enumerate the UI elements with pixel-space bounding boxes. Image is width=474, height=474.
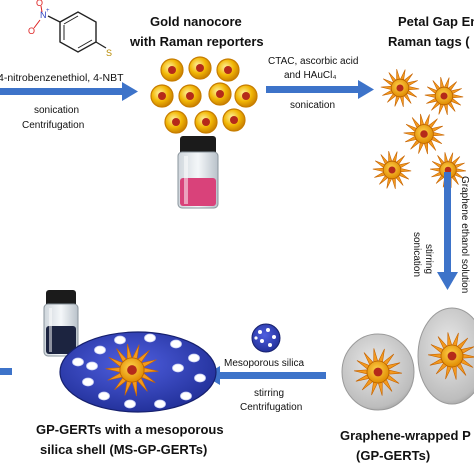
arrow-step3: [437, 172, 458, 290]
step1-condition-sonication: sonication: [34, 105, 79, 116]
silica-pore: [172, 363, 184, 373]
sulfur-label: S: [106, 48, 112, 58]
petal-title-line2: Raman tags (: [388, 34, 470, 49]
silica-pore: [154, 399, 166, 409]
step4-condition-centrifugation: Centrifugation: [240, 402, 302, 413]
silica-pore: [144, 333, 156, 343]
gold-nanocores: [150, 56, 258, 134]
petal-gert: [424, 77, 464, 115]
gold-nanocore: [188, 56, 212, 80]
silica-pore: [170, 339, 182, 349]
step2-condition-sonication: sonication: [290, 100, 335, 111]
gold-nanocore: [234, 84, 258, 108]
silica-pore: [86, 361, 98, 371]
oxygen-label-top: O: [36, 0, 43, 8]
silica-pore: [82, 377, 94, 387]
petal-gert: [105, 343, 159, 397]
gold-nanocore: [208, 82, 232, 106]
step3-condition-sonication: sonication: [411, 232, 422, 277]
nitrogen-label: N: [40, 10, 47, 20]
graphene-title-line2: (GP-GERTs): [356, 448, 430, 463]
final-title-line2: silica shell (MS-GP-GERTs): [40, 442, 207, 457]
oxygen-label-bottom: O: [28, 26, 35, 36]
petal-title-line1: Petal Gap En: [398, 14, 474, 29]
silica-pore: [180, 391, 192, 401]
petal-gert: [427, 332, 474, 380]
step3-condition-graphene: Graphene ethanol solution: [459, 176, 470, 293]
gold-nanocore: [164, 110, 188, 134]
gold-title-line1: Gold nanocore: [150, 14, 242, 29]
gold-nanocore: [216, 58, 240, 82]
step4-condition-silica: Mesoporous silica: [224, 358, 304, 369]
step1-condition-centrifugation: Centrifugation: [22, 120, 84, 131]
silica-pores: [72, 333, 206, 409]
wrapped-petal-tags: [353, 332, 474, 396]
silica-pore: [114, 335, 126, 345]
nbt-structure: N + O O S: [28, 0, 112, 58]
gold-nanocore: [194, 110, 218, 134]
gold-nanocore: [160, 58, 184, 82]
silica-pore: [98, 391, 110, 401]
plus-charge: +: [46, 8, 50, 14]
step3-condition-stirring: stirring: [423, 244, 434, 274]
silica-pore: [94, 345, 106, 355]
graphene-title-line1: Graphene-wrapped P: [340, 428, 471, 443]
encapsulated-petal-tags: [105, 343, 159, 397]
petal-gert: [403, 113, 445, 155]
gold-title-line2: with Raman reporters: [129, 34, 264, 49]
gold-nanocore: [178, 84, 202, 108]
silica-pore: [188, 353, 200, 363]
mesoporous-silica-bead: [251, 323, 281, 353]
vial-final: [43, 290, 79, 357]
final-title-line1: GP-GERTs with a mesoporous: [36, 422, 224, 437]
petal-gap-tags: [372, 69, 467, 189]
silica-pore: [124, 399, 136, 409]
gold-nanocore: [222, 108, 246, 132]
arrow-step2: [266, 80, 374, 99]
petal-gert: [380, 69, 420, 107]
silica-pore: [72, 357, 84, 367]
petal-gert: [353, 348, 403, 396]
benzene-ring: [59, 11, 97, 53]
arrow-step1: [0, 82, 138, 101]
step4-condition-stirring: stirring: [254, 388, 284, 399]
arrow-final-left: [0, 368, 12, 375]
step2-condition-ctac: CTAC, ascorbic acid: [268, 56, 358, 67]
step2-condition-haucl4: and HAuCl₄: [284, 70, 336, 81]
reagent-label: 4-nitrobenzenethiol, 4-NBT: [0, 72, 124, 84]
petal-gert: [372, 151, 412, 189]
gold-vial: [177, 136, 219, 209]
silica-pore: [194, 373, 206, 383]
gold-nanocore: [150, 84, 174, 108]
